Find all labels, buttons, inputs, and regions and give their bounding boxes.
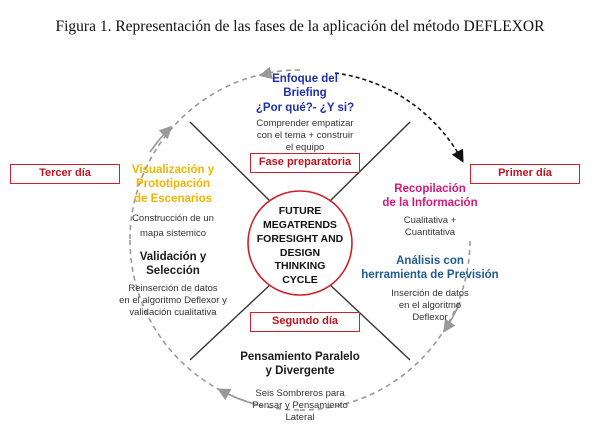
left-heading-line: de Escenarios [134, 192, 212, 205]
center-line: FORESIGHT AND [256, 232, 344, 245]
center-line: FUTURE [278, 205, 322, 217]
center-line: CYCLE [282, 274, 318, 287]
top-heading-line: Briefing [283, 87, 327, 100]
cycle-arc-top-right [334, 72, 464, 163]
divider-upper-right [327, 121, 411, 204]
center-line: DESIGN [279, 246, 321, 259]
bottom-section: Pensamiento Paralelo y Divergente Seis S… [220, 350, 380, 423]
right-body-line: Cuantitativa [404, 226, 456, 238]
top-heading-line: Enfoque del [272, 73, 338, 85]
figure-title: Figura 1. Representación de las fases de… [55, 18, 545, 35]
cycle-arc-bottom-right [299, 239, 471, 411]
left-heading-line: Prototipación [135, 178, 211, 191]
left-body-line: Construcción de un [132, 213, 214, 225]
primer-dia-box: Primer día [470, 164, 580, 184]
left-heading-line: Visualización y [131, 164, 215, 176]
divider-lower-right [327, 282, 411, 361]
right-heading-line: Análisis con [396, 255, 464, 267]
bottom-body-line: Seis Sombreros para [255, 387, 345, 399]
left-body-line: en el algoritmo Deflexor y [119, 294, 227, 306]
top-heading-line: ¿Por qué?- ¿Y si? [255, 101, 355, 114]
arrow-bottom-left [217, 388, 259, 406]
bottom-heading-line: y Divergente [265, 365, 335, 378]
right-heading-line: Recopilación [394, 183, 466, 195]
left-heading-line: Validación y [139, 251, 207, 263]
right-body-line: en el algoritmo [398, 299, 462, 311]
right-section-collection: Recopilación de la Información Cualitati… [360, 182, 500, 239]
right-body-line: Inserción de datos [391, 287, 469, 299]
top-body-line: Comprender empatizar [256, 118, 354, 130]
right-body-line: Deflexor [412, 311, 448, 323]
left-body-line: validación cualitativa [129, 306, 217, 318]
top-body-line: el equipo [285, 141, 325, 153]
fase-preparatoria-box: Fase preparatoria [250, 153, 360, 173]
center-line: MEGATRENDS [263, 218, 337, 231]
top-section: Enfoque del Briefing ¿Por qué?- ¿Y si? C… [225, 72, 385, 154]
divider-upper-left [189, 121, 273, 204]
divider-lower-left [189, 282, 273, 361]
left-heading-line: Selección [146, 265, 200, 278]
left-section-validation: Validación y Selección Reinserción de da… [98, 250, 248, 318]
right-section-analysis: Análisis con herramienta de Previsión In… [355, 254, 505, 323]
left-body-line: mapa sistemico [140, 228, 206, 239]
arrow-top-small [258, 66, 273, 80]
segundo-dia-box: Segundo día [250, 312, 360, 332]
center-line: THINKING [274, 260, 326, 273]
top-body-line: con el tema + construir [256, 130, 354, 141]
cycle-arc-left-bottom [129, 239, 301, 411]
bottom-heading-line: Pensamiento Paralelo [240, 351, 360, 363]
left-body-line: Reinserción de datos [128, 282, 218, 294]
bottom-body-line: Lateral [285, 411, 315, 423]
center-circle [247, 190, 353, 296]
right-body-line: Cualitativa + [403, 214, 457, 226]
tercer-dia-box: Tercer día [10, 164, 120, 184]
arrow-left-top [149, 125, 173, 153]
center-label: FUTURE MEGATRENDS FORESIGHT AND DESIGN T… [255, 205, 345, 288]
right-heading-line: herramienta de Previsión [361, 269, 499, 282]
arrow-right-bottom [443, 301, 461, 333]
left-section-visualization: Visualización y Prototipación de Escenar… [108, 163, 238, 240]
bottom-body-line: Pensar y Pensamiento [252, 399, 348, 411]
right-heading-line: de la Información [382, 197, 478, 210]
